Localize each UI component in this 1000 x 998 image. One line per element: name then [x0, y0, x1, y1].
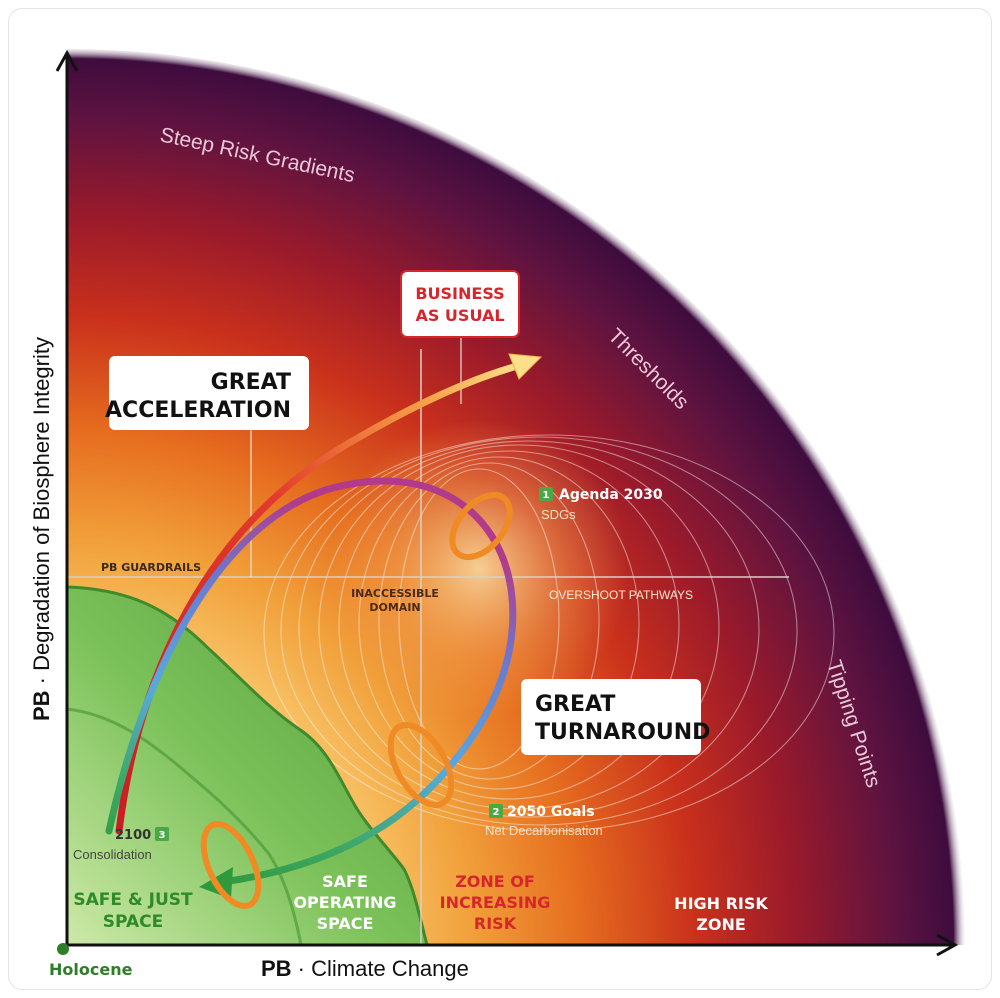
y-axis-label: PB · Degradation of Biosphere Integrity — [29, 337, 54, 721]
label-inaccessible-line1: INACCESSIBLE — [351, 587, 439, 600]
svg-text:ZONE OF: ZONE OF — [455, 872, 535, 891]
svg-text:2100: 2100 — [115, 828, 151, 843]
milestone-2050-goals: 2 2050 Goals Net Decarbonisation — [485, 804, 603, 838]
origin-holocene-label: Holocene — [49, 960, 133, 979]
svg-text:SPACE: SPACE — [317, 914, 374, 933]
svg-text:PB · Climate Change: PB · Climate Change — [261, 956, 469, 981]
overshoot-pathway-curves — [263, 434, 835, 832]
svg-text:Consolidation: Consolidation — [73, 847, 152, 862]
svg-text:BUSINESS: BUSINESS — [415, 284, 504, 303]
label-overshoot-pathways: OVERSHOOT PATHWAYS — [549, 588, 693, 602]
milestone-ring-2050 — [387, 722, 455, 808]
milestone-agenda-2030: 1 Agenda 2030 SDGs — [539, 487, 663, 522]
svg-text:RISK: RISK — [474, 914, 517, 933]
diagram-frame: Steep Risk Gradients Thresholds Tipping … — [8, 8, 992, 990]
milestone-ring-2100 — [200, 821, 262, 909]
svg-text:INCREASING: INCREASING — [440, 893, 551, 912]
svg-text:HIGH RISK: HIGH RISK — [674, 894, 768, 913]
safe-just-space-boundary — [66, 707, 303, 946]
zone-safe-just-space: SAFE & JUST SPACE — [73, 890, 193, 932]
x-axis-arrowhead — [936, 933, 959, 957]
inaccessible-domain-glow — [67, 49, 965, 945]
svg-text:SDGs: SDGs — [541, 507, 576, 522]
callout-business-as-usual: BUSINESS AS USUAL — [400, 270, 520, 338]
svg-text:SAFE & JUST: SAFE & JUST — [73, 890, 193, 910]
callout-great-turnaround: GREAT TURNAROUND — [521, 679, 710, 755]
milestone-ring-agenda-2030 — [449, 492, 513, 560]
svg-text:3: 3 — [159, 830, 166, 841]
svg-text:SPACE: SPACE — [103, 912, 163, 932]
y-axis-arrowhead — [55, 49, 79, 72]
zone-increasing-risk: ZONE OF INCREASING RISK — [440, 872, 551, 933]
svg-text:ACCELERATION: ACCELERATION — [105, 398, 291, 423]
svg-text:Net Decarbonisation: Net Decarbonisation — [485, 823, 603, 838]
svg-text:TURNAROUND: TURNAROUND — [535, 720, 710, 745]
great-turnaround-pathway — [105, 477, 517, 885]
business-as-usual-arrowhead — [508, 353, 543, 380]
svg-text:Agenda 2030: Agenda 2030 — [559, 487, 663, 503]
x-axis-label: PB · Climate Change — [261, 956, 469, 981]
svg-text:GREAT: GREAT — [535, 692, 615, 717]
svg-text:1: 1 — [543, 490, 550, 501]
svg-text:PB · Degradation of Biosphere: PB · Degradation of Biosphere Integrity — [29, 337, 54, 721]
svg-text:AS USUAL: AS USUAL — [415, 306, 504, 325]
svg-text:OPERATING: OPERATING — [293, 893, 396, 912]
planetary-boundaries-diagram: Steep Risk Gradients Thresholds Tipping … — [29, 49, 965, 981]
svg-text:2: 2 — [493, 807, 500, 818]
zone-safe-operating-space: SAFE OPERATING SPACE — [293, 872, 396, 933]
label-inaccessible-line2: DOMAIN — [369, 601, 420, 614]
svg-text:SAFE: SAFE — [322, 872, 368, 891]
callout-great-acceleration: GREAT ACCELERATION — [105, 356, 309, 430]
label-pb-guardrails: PB GUARDRAILS — [101, 561, 201, 574]
svg-text:ZONE: ZONE — [696, 915, 746, 934]
svg-text:2050 Goals: 2050 Goals — [507, 804, 595, 820]
holocene-dot — [57, 943, 69, 955]
milestone-2100: 2100 3 Consolidation — [73, 827, 169, 862]
zone-high-risk: HIGH RISK ZONE — [674, 894, 768, 934]
svg-text:GREAT: GREAT — [211, 370, 291, 395]
